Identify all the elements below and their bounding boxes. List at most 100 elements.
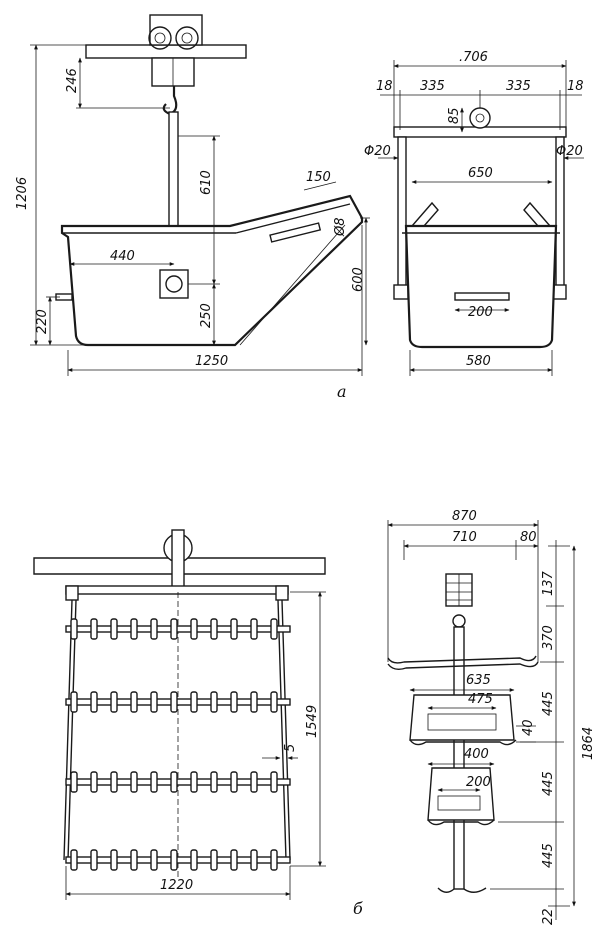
rack-hook (110, 691, 118, 713)
lug-plate (159, 269, 189, 299)
rack-hook (150, 771, 158, 793)
dim-overall-height: 1864 (581, 727, 596, 760)
dim-left-edge: 18 (376, 79, 393, 94)
dim-height-total: 1206 (15, 177, 30, 210)
rack-hook (270, 771, 278, 793)
figure-b-label: б (353, 899, 363, 918)
rack-hook (210, 691, 218, 713)
rack-bar (65, 778, 291, 786)
rack-hook (170, 849, 178, 871)
dim-gap: 5 (283, 744, 298, 752)
rack-bar (65, 856, 291, 864)
dim-right-rod: Φ20 (556, 144, 583, 159)
rack-hook (250, 849, 258, 871)
rack-hook (130, 849, 138, 871)
rack-hook (250, 771, 258, 793)
rack-hook (70, 849, 78, 871)
dim-tier-1-depth: 40 (521, 719, 536, 736)
rack-hook (90, 771, 98, 793)
rack-hook (70, 618, 78, 640)
rack-hook (230, 771, 238, 793)
rack-hook (170, 771, 178, 793)
dim-eye-drop: 85 (447, 107, 462, 124)
frame-right-side (281, 599, 291, 861)
right-rod (555, 136, 565, 298)
dim-total-width: 870 (452, 509, 477, 524)
bottom-hook-left (437, 887, 455, 893)
rack-hook (70, 771, 78, 793)
trolley (148, 14, 203, 87)
rack-hook (210, 618, 218, 640)
lifting-eye (469, 107, 491, 129)
rack-hook (190, 618, 198, 640)
dim-bottom-offset: 22 (541, 908, 556, 925)
dim-bottom-height: 220 (35, 309, 50, 334)
dim-right-half: 335 (506, 79, 531, 94)
rack-hook (210, 849, 218, 871)
rack-hook (110, 849, 118, 871)
dim-frame-height: 1549 (305, 705, 320, 738)
dim-handle-width: 200 (468, 305, 493, 320)
dim-tier-2-width: 400 (464, 747, 489, 762)
dim-hook-reach: 710 (452, 530, 477, 545)
dim-top-block: 137 (541, 570, 556, 596)
tier-top-arms (387, 655, 537, 664)
rack-bar (65, 698, 291, 706)
dim-tier-2-inner: 200 (466, 775, 491, 790)
dim-frame-width: 1220 (160, 878, 193, 893)
rack-hook (210, 771, 218, 793)
fig-a-end-view: .706 18 335 335 18 85 Φ20 Φ20 650 200 58… (364, 50, 584, 376)
dim-tier-1-width: 635 (466, 673, 491, 688)
end-bucket (404, 224, 558, 349)
frame-top (65, 585, 289, 595)
rack-hook (190, 849, 198, 871)
rack-hook (250, 618, 258, 640)
dim-side-height: 600 (351, 267, 366, 292)
fig-b-front-view: 1549 5 1220 (33, 529, 326, 900)
dim-bottom-width: 580 (466, 354, 491, 369)
rack-hook (270, 691, 278, 713)
rack-hook (190, 771, 198, 793)
central-post (453, 626, 465, 890)
rack-hook (150, 691, 158, 713)
dim-left-rod: Φ20 (364, 144, 391, 159)
rack-hook (150, 618, 158, 640)
rack-hook (230, 849, 238, 871)
dim-lip-hole: Ø8 (333, 217, 348, 237)
rack-hook (230, 618, 238, 640)
rack-hook (270, 849, 278, 871)
rack-hook (130, 618, 138, 640)
dim-lip: 150 (306, 170, 331, 185)
left-rod (397, 136, 407, 298)
dim-first-drop: 370 (541, 625, 556, 650)
bottom-hook-right (463, 887, 487, 893)
end-handle (454, 292, 510, 301)
rack-hook (170, 618, 178, 640)
rack-hook (90, 691, 98, 713)
crane-hook (162, 86, 178, 116)
lip-handle (269, 222, 322, 243)
dim-tier-1-inner: 475 (468, 692, 493, 707)
rack-bar (65, 625, 291, 633)
rack-hook (90, 849, 98, 871)
dim-hook-drop: 246 (65, 68, 80, 93)
rack-hook (250, 691, 258, 713)
dim-top-width: 650 (468, 166, 493, 181)
rack-hook (130, 691, 138, 713)
rack-hook (110, 771, 118, 793)
rack-hook (270, 618, 278, 640)
rack-hook (90, 618, 98, 640)
dim-left-half: 335 (420, 79, 445, 94)
rack-hook (70, 691, 78, 713)
hook-racks (65, 618, 291, 871)
fig-b-side-view: 870 710 80 635 475 40 400 200 137 370 44… (387, 509, 596, 925)
dim-hook-offset: 80 (520, 530, 537, 545)
dim-rod-lower: 250 (199, 303, 214, 328)
dim-total-length: 1250 (195, 354, 228, 369)
dim-tier-spacing-3: 445 (541, 843, 556, 868)
figure-a-label: а (337, 382, 347, 401)
rack-hook (230, 691, 238, 713)
rack-hook (110, 618, 118, 640)
rack-hook (150, 849, 158, 871)
